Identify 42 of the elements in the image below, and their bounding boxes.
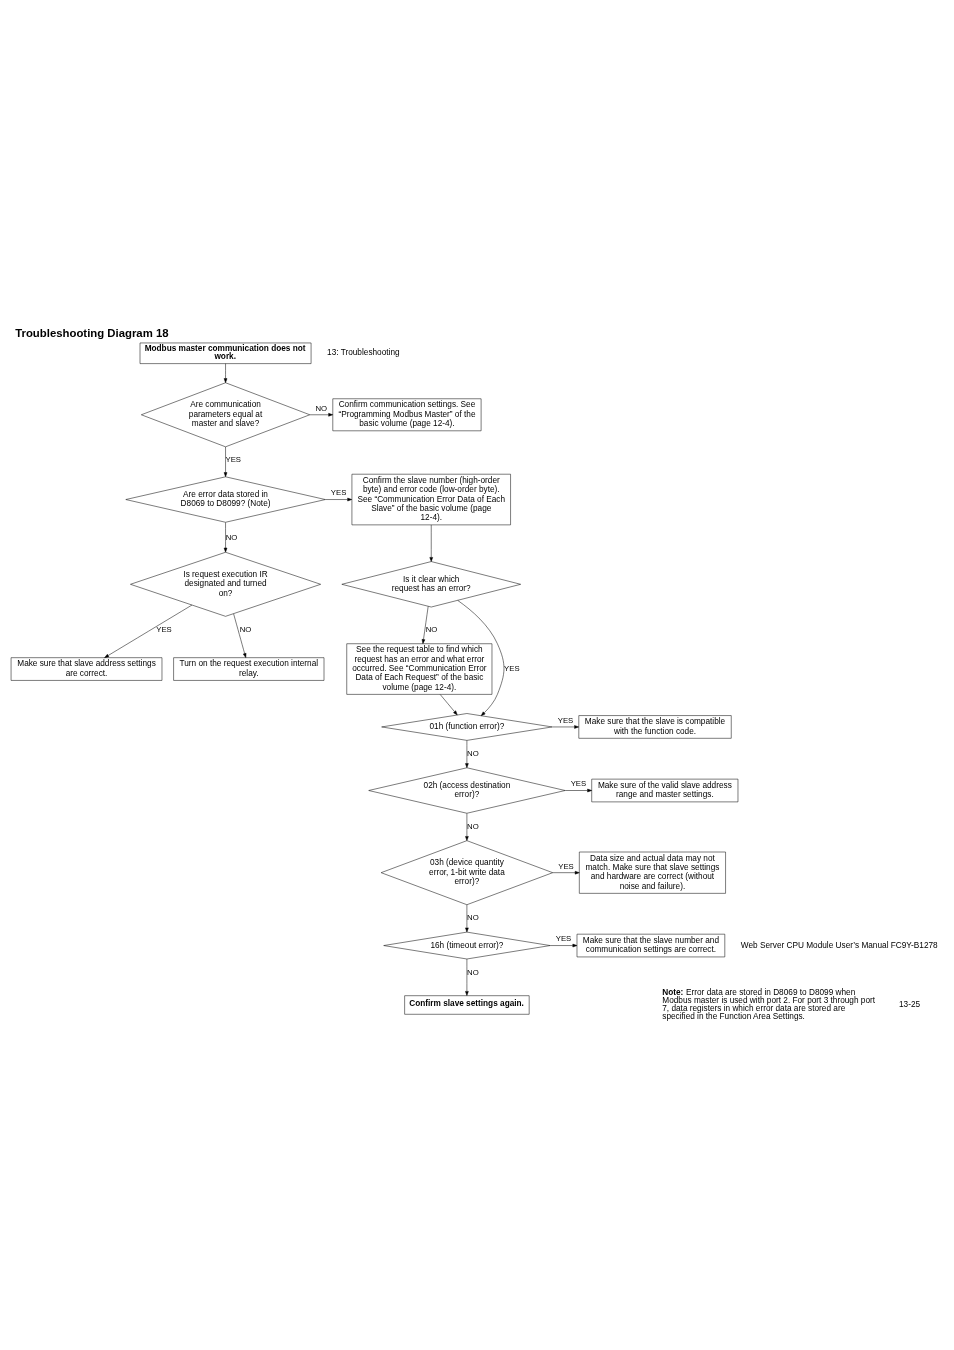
node-diamond: Are communication parameters equal at master and slave? xyxy=(140,382,310,448)
node-box: Data size and actual data may not match. Make sure that slave settings and hardware are correct (without noise and failure). xyxy=(578,851,726,894)
arrow xyxy=(439,694,457,716)
arrow xyxy=(457,600,504,716)
arrow xyxy=(421,606,428,644)
arrow xyxy=(429,524,433,562)
node-box: Make sure that the slave number and communication settings are correct. xyxy=(576,933,725,958)
node-box: Confirm communication settings. See “Programming Modbus Master” of the basic volume (page 12-4). xyxy=(332,398,481,432)
arrow xyxy=(223,446,227,477)
label: 13: Troubleshooting xyxy=(326,348,400,358)
node-box: Confirm the slave number (high-order byte) and error code (low-order byte). See “Communication Error Data of Each Slave” of the basic volume (page 12-4). xyxy=(351,473,511,526)
node-box: Make sure that slave address settings are correct. xyxy=(10,657,162,681)
diagram-title: Troubleshooting Diagram 18 xyxy=(14,327,169,340)
node-diamond: 16h (timeout error)? xyxy=(382,931,550,960)
label: 13-25 xyxy=(898,999,920,1009)
arrow xyxy=(464,904,469,933)
node-diamond: Is it clear which request has an error? xyxy=(341,561,521,608)
arrow xyxy=(551,725,579,729)
arrow xyxy=(309,413,333,417)
label: Web Server CPU Module User’s Manual FC9Y-B1278 xyxy=(740,940,938,950)
arrow xyxy=(464,740,469,768)
node-diamond: 03h (device quantity error, 1-bit write data error)? xyxy=(380,840,553,905)
arrow xyxy=(464,958,469,996)
arrow xyxy=(232,613,246,658)
arrow xyxy=(464,813,469,841)
node-box: Make sure of the valid slave address range and master settings. xyxy=(590,778,738,803)
arrow xyxy=(223,363,227,383)
arrow xyxy=(103,604,192,658)
arrow xyxy=(324,497,352,502)
node-box: Modbus master communication does not work. xyxy=(139,342,311,364)
arrow xyxy=(549,943,577,948)
label: Note: Error data are stored in D8069 to D8099 when Modbus master is used with port 2. For port 3 through port 7, data registers in which error data are stored are specified in the Function Area Settings. xyxy=(661,987,875,1022)
node-box: Make sure that the slave is compatible with the function code. xyxy=(578,715,731,739)
node-diamond: Is request execution IR designated and turned on? xyxy=(129,552,321,617)
node-box: Confirm slave settings again. xyxy=(403,995,529,1015)
node-diamond: Are error data stored in D8069 to D8099? (Note) xyxy=(125,476,326,523)
node-box: See the request table to find which request has an error and what error occurred. See “Communication Error Data of Each Request” of the basic volume (page 12-4). xyxy=(346,643,492,695)
node-box: Turn on the request execution internal relay. xyxy=(172,657,324,681)
arrow xyxy=(223,522,227,553)
arrow xyxy=(564,788,592,793)
node-diamond: 02h (access destination error)? xyxy=(367,767,565,814)
arrow xyxy=(552,871,580,875)
